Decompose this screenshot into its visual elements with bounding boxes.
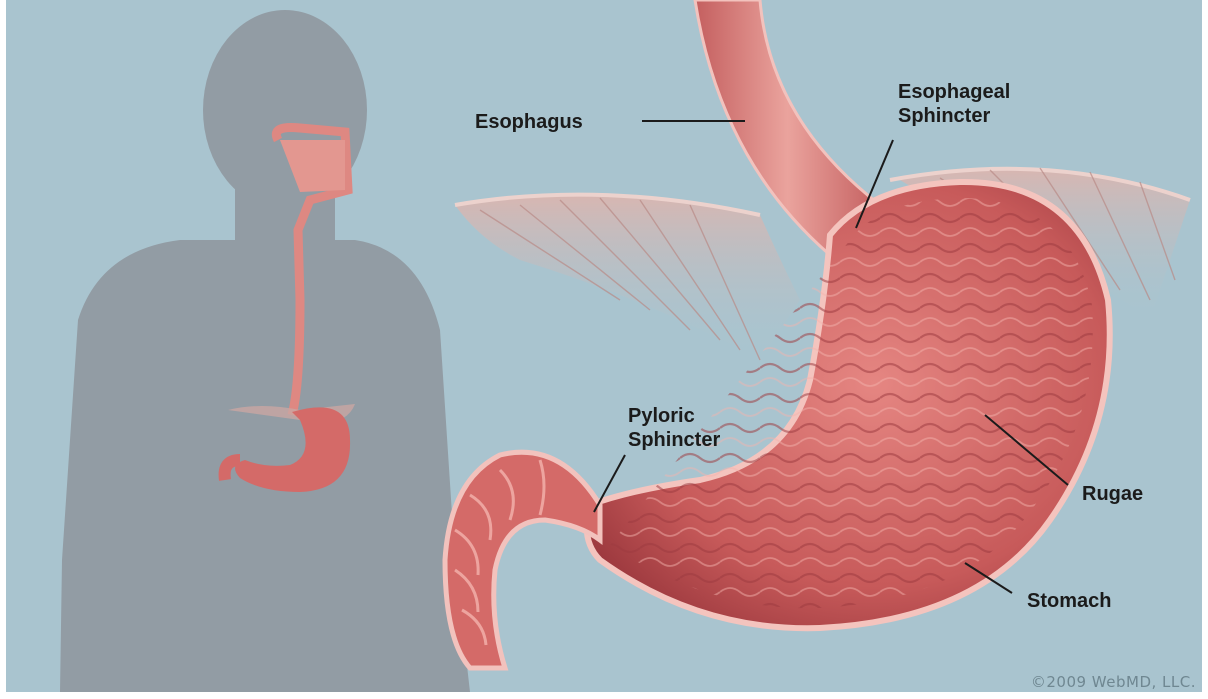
duodenum xyxy=(445,452,600,668)
esophagus-label-text: Esophagus xyxy=(475,110,583,134)
stomach-label: Stomach xyxy=(1027,589,1111,613)
stomach-label-text: Stomach xyxy=(1027,589,1111,613)
rugae-label-text: Rugae xyxy=(1082,482,1143,506)
pyloric-sphincter-label-line1: Pyloric xyxy=(628,404,720,428)
body-silhouette xyxy=(60,10,470,692)
pyloric-sphincter-label-line2: Sphincter xyxy=(628,428,720,452)
esophageal-sphincter-label: Esophageal Sphincter xyxy=(898,80,1010,128)
rugae-label: Rugae xyxy=(1082,482,1143,506)
copyright-notice: ©2009 WebMD, LLC. xyxy=(1031,673,1196,691)
pyloric-sphincter-label: Pyloric Sphincter xyxy=(628,404,720,452)
esophagus-label: Esophagus xyxy=(475,110,583,134)
esophageal-sphincter-label-line2: Sphincter xyxy=(898,104,1010,128)
esophageal-sphincter-label-line1: Esophageal xyxy=(898,80,1010,104)
